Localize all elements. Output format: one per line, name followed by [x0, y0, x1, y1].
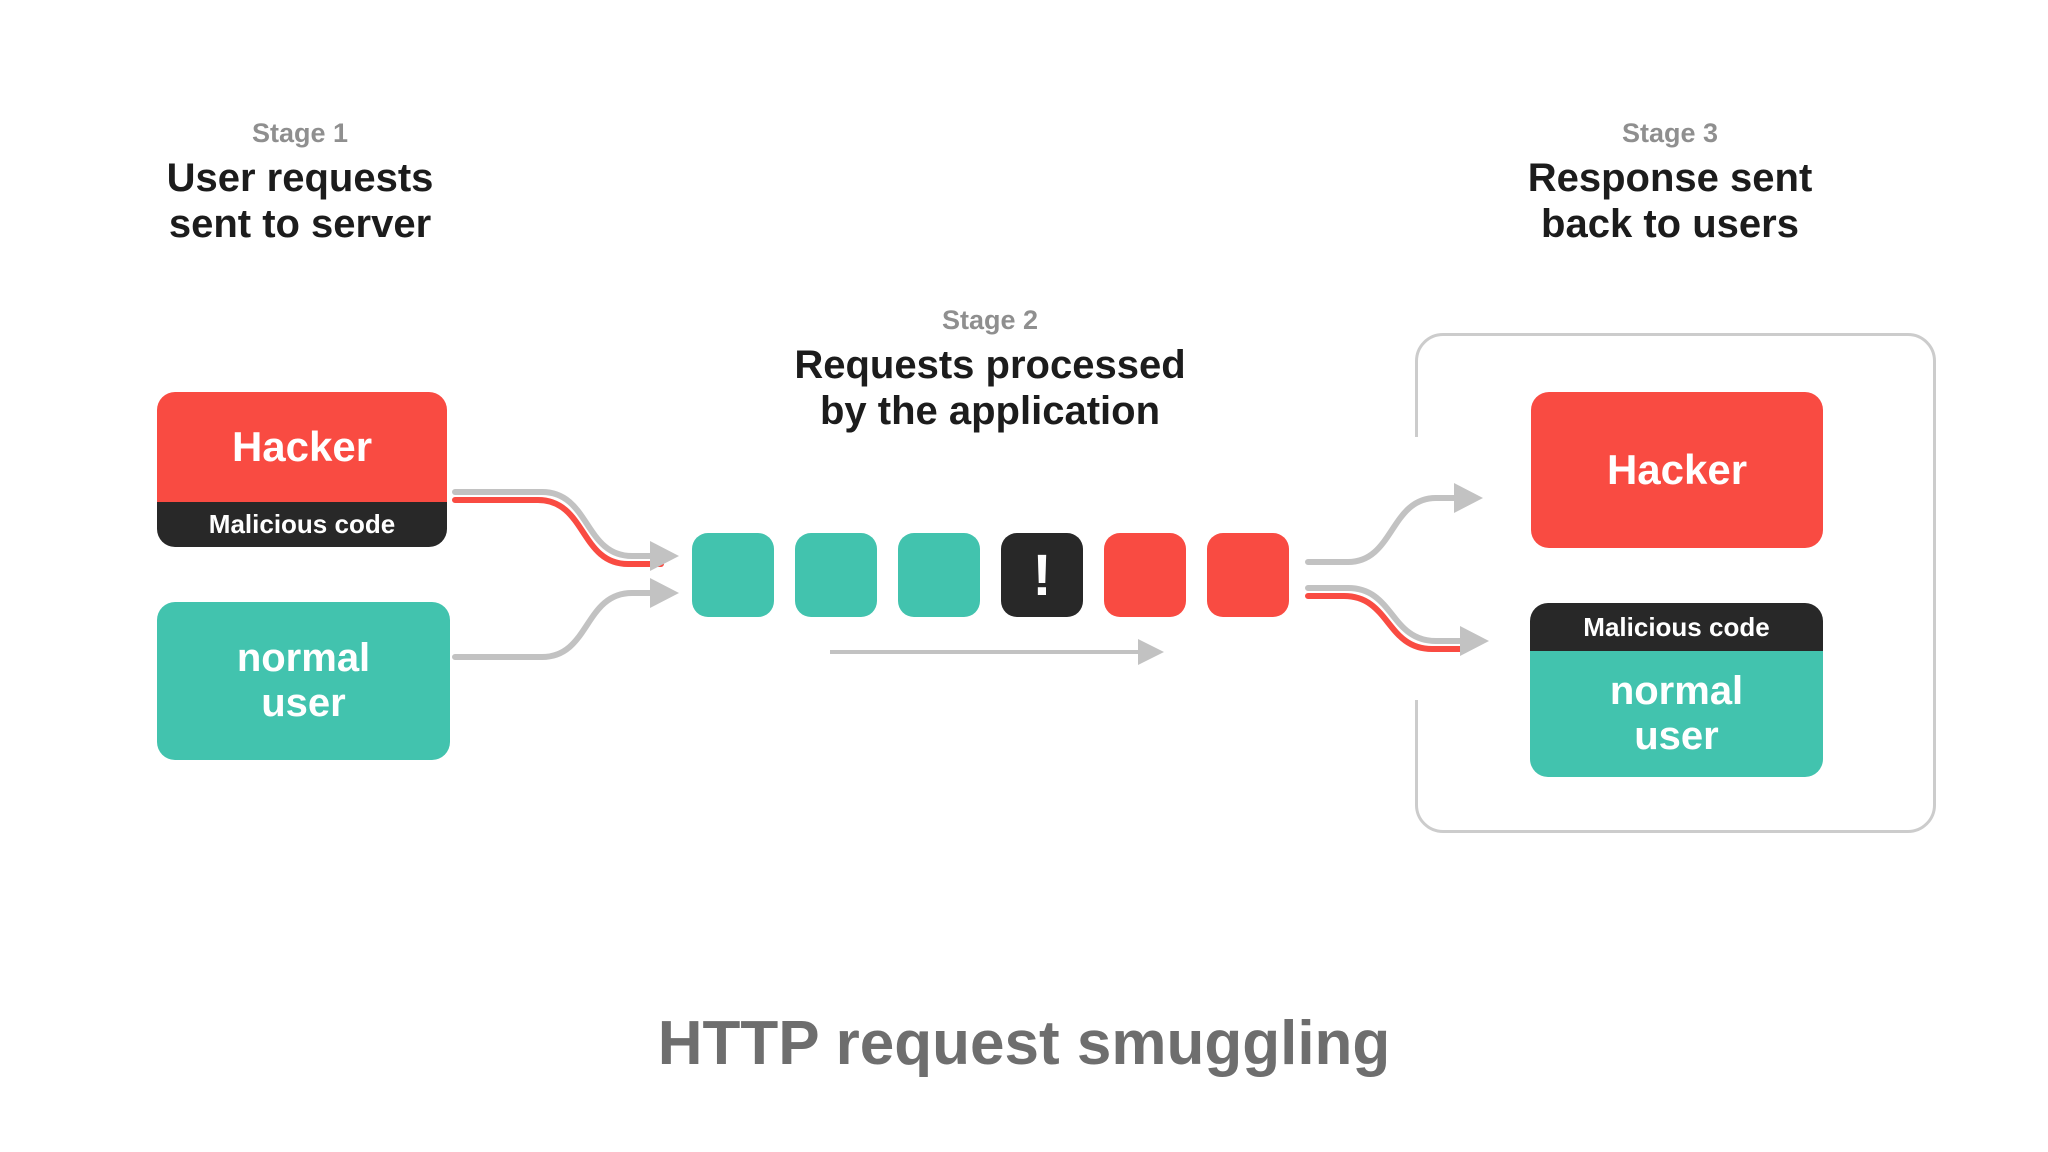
sender-normal-user-node: normal user [157, 602, 450, 760]
stage-1-heading-line-1: User requests [166, 156, 434, 200]
stage-3-heading-line-1: Response sent [1527, 156, 1813, 200]
alert-request-square: ! [1001, 533, 1083, 617]
receiver-malicious-code-label: Malicious code [1583, 611, 1770, 642]
stage-2-header: Stage 2 Requests processed by the applic… [740, 305, 1240, 434]
sender-malicious-code-label: Malicious code [208, 509, 396, 539]
receiver-hacker-name: Hacker [1606, 446, 1748, 493]
malicious-request-square [1104, 533, 1186, 617]
sender-hacker-node: Hacker Malicious code [157, 392, 447, 547]
hacker-request-arrowhead [650, 541, 679, 571]
stage-3-heading: Response sent back to users [1460, 155, 1880, 247]
normal-request-square [795, 533, 877, 617]
stage-3-heading-line-2: back to users [1541, 202, 1799, 246]
sender-normal-user-name-line-1: normal [236, 636, 371, 681]
sender-malicious-code-strip: Malicious code [157, 502, 447, 547]
malicious-request-square [1207, 533, 1289, 617]
stage-2-label: Stage 2 [941, 305, 1039, 335]
stage-2-heading-line-2: by the application [819, 389, 1161, 433]
malicious-code-line-left [452, 497, 664, 567]
request-queue: ! [692, 533, 1289, 617]
stage-1-heading-line-2: sent to server [168, 202, 432, 246]
receiver-normal-user-node: Malicious code normal user [1530, 603, 1823, 777]
stage-2-heading-line-1: Requests processed [794, 343, 1186, 387]
sender-normal-user-box: normal user [157, 602, 450, 760]
receiver-normal-user-box: normal user [1530, 651, 1823, 777]
diagram-title: HTTP request smuggling [657, 1009, 1391, 1078]
sender-hacker-box: Hacker [157, 392, 447, 502]
normal-user-request-arrowhead [650, 578, 679, 608]
stage-1-label: Stage 1 [251, 118, 349, 148]
receiver-hacker-box: Hacker [1531, 392, 1823, 548]
hacker-request-line [452, 489, 653, 559]
normal-user-request-line [452, 590, 653, 660]
stage-2-heading: Requests processed by the application [740, 342, 1240, 434]
queue-flow-arrowhead [1138, 639, 1164, 665]
sender-hacker-name: Hacker [231, 423, 373, 470]
receiver-normal-user-name-line-1: normal [1609, 669, 1744, 714]
sender-normal-user-name-line-2: user [261, 681, 346, 725]
normal-request-square [898, 533, 980, 617]
stage-1-heading: User requests sent to server [90, 155, 510, 247]
stage-3-header: Stage 3 Response sent back to users [1460, 118, 1880, 247]
receiver-hacker-node: Hacker [1531, 392, 1823, 548]
stage-1-header: Stage 1 User requests sent to server [90, 118, 510, 247]
receiver-malicious-code-strip: Malicious code [1530, 603, 1823, 651]
normal-request-square [692, 533, 774, 617]
stage-3-label: Stage 3 [1621, 118, 1719, 148]
receiver-normal-user-name-line-2: user [1634, 714, 1719, 758]
server-frame-gap [1408, 437, 1424, 700]
